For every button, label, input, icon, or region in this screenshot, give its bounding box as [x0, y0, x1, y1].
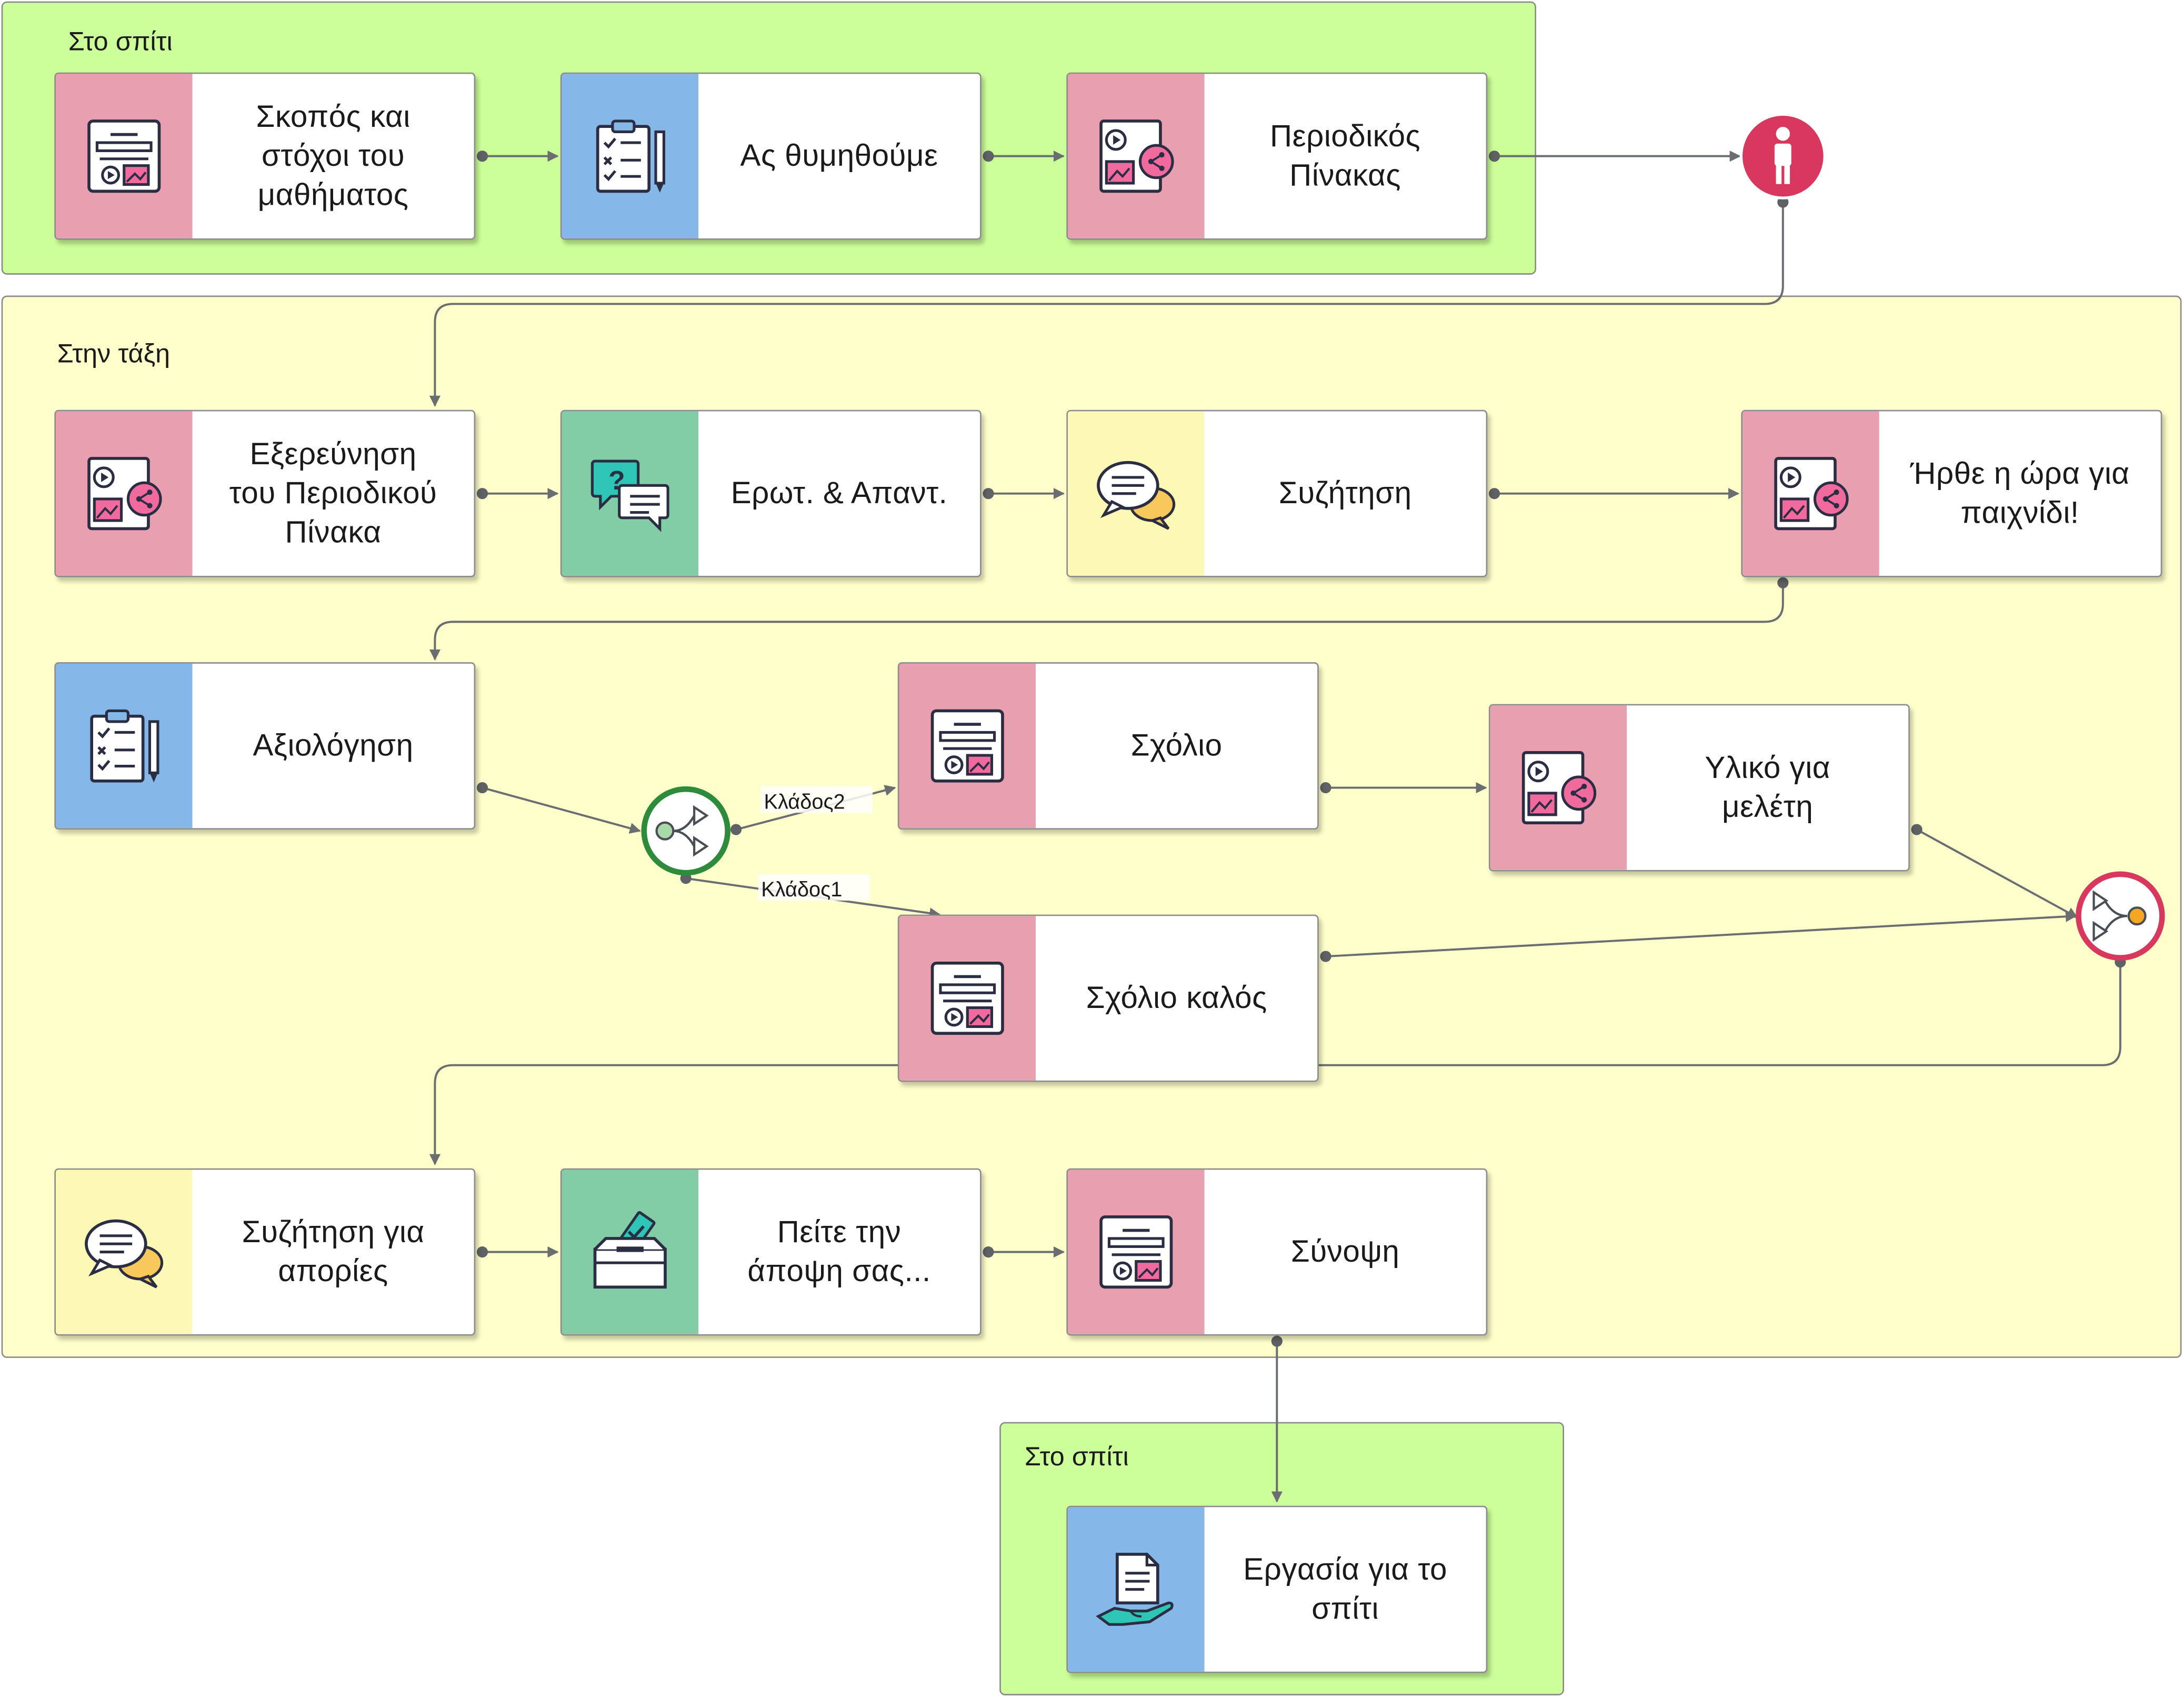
learner-marker[interactable]	[1739, 113, 1826, 199]
clipboard-checklist-icon	[596, 119, 665, 193]
node-icon-panel	[1067, 411, 1205, 576]
activity-node-qa[interactable]: ? Ερωτ. & Απαντ.	[560, 409, 982, 577]
fork-node[interactable]	[641, 786, 730, 876]
activity-node-study-material[interactable]: Υλικό για μελέτη	[1488, 704, 1910, 872]
activity-node-questions-discussion[interactable]: Συζήτηση για απορίες	[54, 1168, 476, 1336]
person-icon	[1774, 127, 1791, 184]
node-label: Πείτε την άποψη σας...	[747, 1214, 931, 1289]
node-icon-panel	[899, 663, 1036, 828]
node-label: Εξερεύνηση του Περιοδικού Πίνακα	[229, 436, 437, 550]
presentation-icon	[1099, 1215, 1173, 1289]
edge-n8-fork	[482, 786, 641, 834]
node-icon-panel	[1067, 1170, 1205, 1334]
edge-label-branch2: Κλάδος2	[764, 790, 845, 813]
node-icon-panel	[899, 916, 1036, 1081]
edge-label-branch1: Κλάδος1	[761, 878, 842, 901]
activity-node-assessment[interactable]: Αξιολόγηση	[54, 662, 476, 830]
zone-label-classroom: Στην τάξη	[57, 340, 171, 369]
activity-node-comment[interactable]: Σχόλιο	[897, 662, 1319, 830]
node-label: Ερωτ. & Απαντ.	[730, 475, 948, 511]
chat-bubbles-icon	[1097, 461, 1176, 530]
node-icon-panel: ?	[562, 411, 699, 576]
node-icon-panel	[55, 1170, 193, 1334]
branch-join-icon	[2092, 890, 2147, 942]
question-answer-icon: ?	[590, 460, 669, 532]
node-icon-panel	[55, 663, 193, 828]
edge-n10-join	[1916, 828, 2078, 918]
shared-media-icon	[1521, 751, 1597, 825]
presentation-icon	[87, 119, 161, 193]
node-icon-panel	[1067, 74, 1205, 238]
shared-media-icon	[1774, 457, 1849, 531]
activity-node-comment-good[interactable]: Σχόλιο καλός	[897, 914, 1319, 1082]
join-node[interactable]	[2076, 871, 2165, 961]
zone-label-home-top: Στο σπίτι	[68, 27, 173, 57]
activity-node-recall[interactable]: Ας θυμηθούμε	[560, 72, 982, 240]
node-label: Υλικό για μελέτη	[1705, 750, 1830, 824]
node-icon-panel	[562, 1170, 699, 1334]
presentation-icon	[930, 709, 1004, 783]
node-icon-panel	[1067, 1507, 1205, 1672]
ballot-box-icon	[593, 1211, 667, 1289]
activity-node-summary[interactable]: Σύνοψη	[1066, 1168, 1488, 1336]
activity-node-poll[interactable]: Πείτε την άποψη σας...	[560, 1168, 982, 1336]
shared-media-icon	[87, 457, 162, 531]
node-label: Σχόλιο καλός	[1086, 980, 1267, 1015]
node-label: Ήρθε η ώρα για παιχνίδι!	[1910, 456, 2130, 530]
node-icon-panel	[55, 74, 193, 238]
shared-media-icon	[1099, 119, 1174, 193]
edge-n7-n8	[429, 583, 1784, 661]
node-label: Σχόλιο	[1130, 727, 1223, 763]
chat-bubbles-icon	[85, 1219, 164, 1289]
presentation-icon	[930, 962, 1004, 1035]
node-icon-panel	[562, 74, 699, 238]
activity-node-discussion[interactable]: Συζήτηση	[1066, 409, 1488, 577]
activity-node-aims[interactable]: Σκοπός και στόχοι του μαθήματος	[54, 72, 476, 240]
node-label: Ας θυμηθούμε	[740, 138, 938, 173]
node-label: Σκοπός και στόχοι του μαθήματος	[256, 99, 410, 212]
node-label: Εργασία για το σπίτι	[1243, 1552, 1447, 1626]
activity-node-homework[interactable]: Εργασία για το σπίτι	[1066, 1505, 1488, 1673]
zone-label-home-bottom: Στο σπίτι	[1024, 1443, 1129, 1473]
assignment-hand-icon	[1096, 1553, 1174, 1626]
node-icon-panel	[55, 411, 193, 576]
node-label: Συζήτηση για απορίες	[242, 1214, 425, 1289]
edge-n11-join	[1325, 911, 2077, 958]
node-label: Αξιολόγηση	[253, 727, 414, 763]
node-icon-panel	[1742, 411, 1879, 576]
node-label: Σύνοψη	[1290, 1234, 1400, 1269]
node-icon-panel	[1490, 705, 1627, 870]
node-label: Συζήτηση	[1278, 475, 1412, 511]
clipboard-checklist-icon	[90, 709, 159, 783]
activity-node-periodic-table[interactable]: Περιοδικός Πίνακας	[1066, 72, 1488, 240]
branch-split-icon	[655, 805, 709, 857]
activity-node-game[interactable]: Ήρθε η ώρα για παιχνίδι!	[1741, 409, 2162, 577]
node-label: Περιοδικός Πίνακας	[1269, 118, 1421, 193]
edge-learner-n4	[429, 202, 1784, 407]
activity-node-explore[interactable]: Εξερεύνηση του Περιοδικού Πίνακα	[54, 409, 476, 577]
